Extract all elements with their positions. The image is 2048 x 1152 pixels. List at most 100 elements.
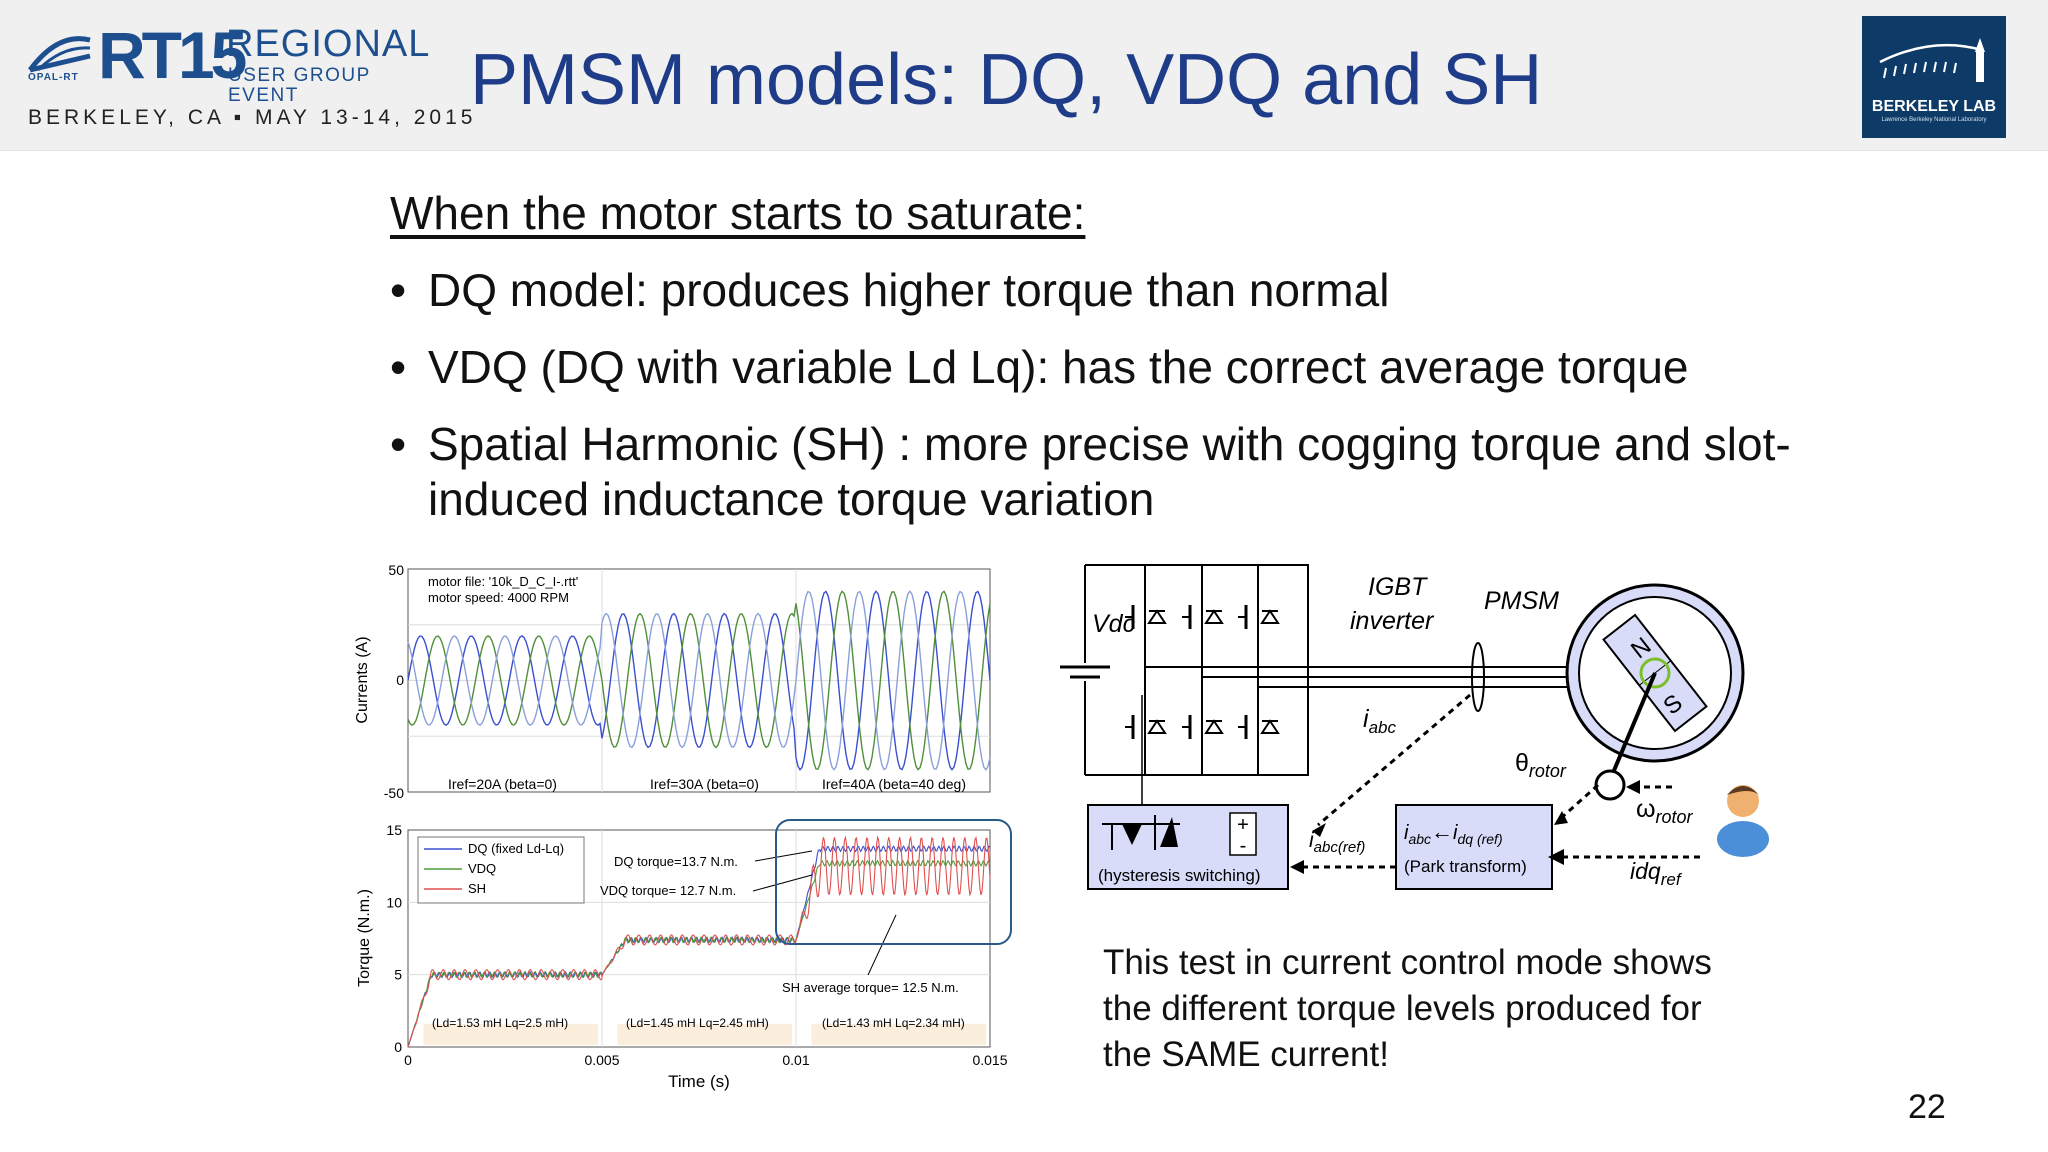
encoder-icon (1594, 769, 1626, 801)
torque-ticks: 0 0.005 0.01 0.015 0 5 10 15 (386, 822, 1007, 1068)
torque-annotation: DQ torque=13.7 N.m. (614, 854, 738, 869)
torque-annotation: VDQ torque= 12.7 N.m. (600, 883, 736, 898)
inverter-bus (1085, 564, 1309, 776)
pmsm-circuit-diagram: Vdc IGBT inverter PMSM iabc N S θrotor ω… (1050, 555, 1810, 920)
rt15-brand: RT15 (98, 18, 247, 92)
torque-series-line (407, 835, 991, 1048)
theta-rotor-label: θrotor (1515, 749, 1567, 781)
arrow-head (1312, 823, 1326, 837)
torque-ytick: 10 (386, 894, 402, 910)
hysteresis-label: (hysteresis switching) (1098, 866, 1261, 885)
rt15-location-date: BERKELEY, CA ▪ MAY 13-14, 2015 (28, 106, 477, 129)
berkeley-lab-subtext: Lawrence Berkeley National Laboratory (1881, 117, 1987, 123)
simulation-figure: 50 0 -50 Currents (A) motor file: '10k_D… (340, 555, 1020, 1110)
annotation-arrow (754, 850, 813, 862)
opal-rt-icon (28, 36, 91, 73)
page-number: 22 (1908, 1088, 1946, 1126)
inductance-label: (Ld=1.53 mH Lq=2.5 mH) (432, 1016, 568, 1030)
currents-ylabel: Currents (A) (354, 636, 371, 723)
igbt-icon (1182, 715, 1224, 739)
inverter-label: inverter (1350, 607, 1435, 635)
slide-header: OPAL-RT RT15 REGIONAL USER GROUP EVENT B… (0, 0, 2048, 151)
currents-ytick: -50 (384, 785, 404, 801)
currents-annotation-speed: motor speed: 4000 RPM (428, 590, 569, 605)
rt15-user-group: USER GROUP EVENT (228, 65, 371, 106)
torque-ytick: 15 (386, 822, 402, 838)
park-formula: iabc←idq (ref) (1404, 819, 1503, 847)
rt15-regional: REGIONAL (226, 23, 431, 65)
legend-entry: DQ (fixed Ld-Lq) (468, 841, 564, 856)
idq-ref-label: idqref (1630, 858, 1683, 889)
minus-sign: - (1240, 835, 1247, 857)
comparator-icon (1229, 812, 1257, 856)
plus-sign: + (1237, 814, 1249, 836)
torque-ytick: 5 (394, 967, 402, 983)
igbt-icon (1125, 605, 1167, 629)
section-subheading: When the motor starts to saturate: (390, 187, 1086, 239)
igbt-label: IGBT (1368, 573, 1428, 601)
bullet-text: DQ model: produces higher torque than no… (428, 264, 1390, 316)
legend-entry: SH (468, 881, 486, 896)
circuit-svg: Vdc IGBT inverter PMSM iabc N S θrotor ω… (1060, 564, 1769, 890)
currents-annotation-file: motor file: '10k_D_C_I-.rtt' (428, 574, 578, 589)
arrow-head (1548, 849, 1564, 865)
torque-annotation: SH average torque= 12.5 N.m. (782, 980, 959, 995)
igbt-icon (1238, 715, 1280, 739)
inductance-label: (Ld=1.45 mH Lq=2.45 mH) (626, 1016, 769, 1030)
iabc-ref-label: iabc(ref) (1309, 829, 1365, 856)
bullet-text: Spatial Harmonic (SH) : more precise wit… (428, 418, 1791, 525)
rotor-shaft (1608, 672, 1657, 781)
torque-series-line (407, 859, 991, 1048)
bullet-text: VDQ (DQ with variable Ld Lq): has the co… (428, 341, 1689, 393)
torque-legend (417, 836, 585, 904)
igbt-icon (1182, 605, 1224, 629)
torque-xtick: 0.015 (972, 1052, 1007, 1068)
park-transform-label: (Park transform) (1404, 857, 1527, 876)
legend-entry: VDQ (468, 861, 496, 876)
iabc-label: iabc (1363, 705, 1396, 737)
vdc-label: Vdc (1092, 610, 1136, 638)
berkeley-lab-text: BERKELEY LAB (1871, 98, 1997, 115)
currents-segment-label: Iref=20A (beta=0) (448, 776, 557, 792)
bullet-dot-icon: • (390, 418, 407, 470)
arrow-head (1554, 811, 1568, 825)
highlight-box (775, 819, 1012, 945)
test-note: This test in current control mode shows … (1103, 943, 1712, 1074)
igbt-icon (1238, 605, 1280, 629)
torque-ylabel: Torque (N.m.) (356, 889, 373, 987)
inductance-label: (Ld=1.43 mH Lq=2.34 mH) (822, 1016, 965, 1030)
omega-rotor-label: ωrotor (1636, 795, 1694, 827)
rt15-event-logo: OPAL-RT RT15 REGIONAL USER GROUP EVENT B… (28, 18, 472, 132)
currents-segment-label: Iref=30A (beta=0) (650, 776, 759, 792)
igbt-switches (1125, 565, 1280, 775)
berkeley-lab-building-icon (1879, 38, 1985, 82)
user-avatar-icon (1717, 785, 1769, 857)
page-title: PMSM models: DQ, VDQ and SH (470, 40, 1543, 120)
currents-ytick: 0 (396, 672, 404, 688)
torque-lines (407, 835, 991, 1048)
simulation-plots-svg: 50 0 -50 Currents (A) motor file: '10k_D… (354, 562, 1012, 1091)
torque-xtick: 0 (404, 1052, 412, 1068)
inductance-band (423, 1023, 599, 1045)
current-sensor (1471, 642, 1485, 712)
torque-inductance-bands (423, 1023, 987, 1045)
torque-xlabel: Time (s) (668, 1072, 730, 1091)
torque-xtick: 0.01 (782, 1052, 809, 1068)
currents-lines (407, 590, 991, 771)
park-transform-block (1395, 804, 1553, 890)
pmsm-label: PMSM (1484, 587, 1559, 615)
currents-ytick: 50 (388, 562, 404, 578)
arrow-head (1290, 860, 1304, 874)
inductance-band (617, 1023, 793, 1045)
torque-xtick: 0.005 (584, 1052, 619, 1068)
torque-ytick: 0 (394, 1039, 402, 1055)
bullet-dot-icon: • (390, 341, 407, 393)
arrow-head (1626, 780, 1640, 794)
igbt-icon (1125, 715, 1167, 739)
bullet-dot-icon: • (390, 264, 407, 316)
hysteresis-symbol-icon (1102, 815, 1180, 850)
currents-segment-label: Iref=40A (beta=40 deg) (822, 776, 966, 792)
inductance-band (811, 1023, 987, 1045)
berkeley-lab-logo: BERKELEY LAB Lawrence Berkeley National … (1862, 16, 2006, 138)
dc-source-icon (1060, 565, 1110, 775)
